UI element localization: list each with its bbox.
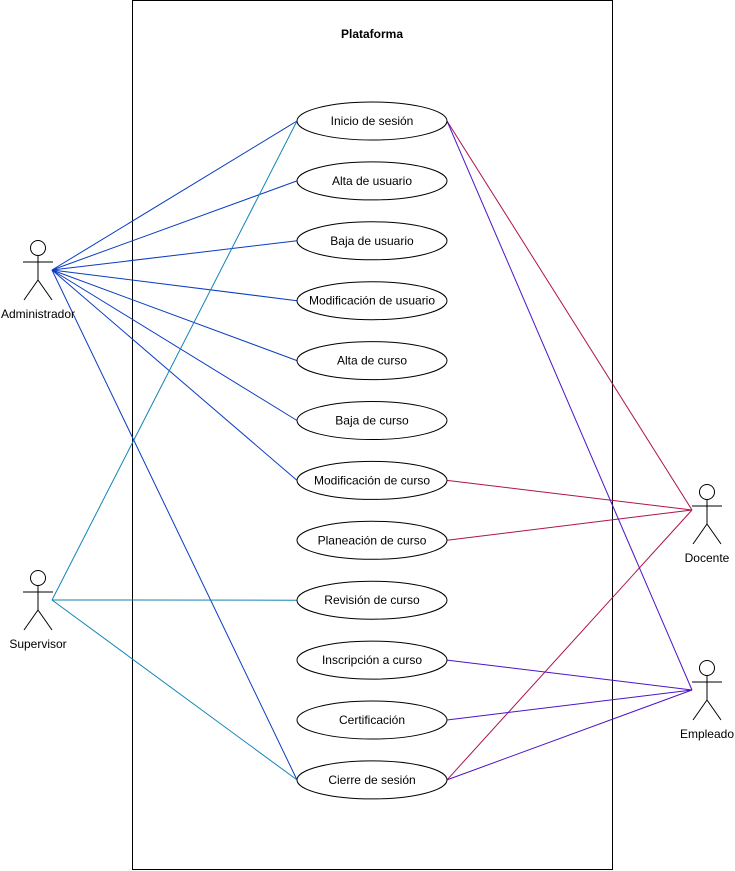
association-line <box>446 479 693 511</box>
use-case-label: Alta de curso <box>337 354 407 368</box>
use-case-mod-curso: Modificación de curso <box>296 460 448 500</box>
use-case-alta-curso: Alta de curso <box>296 341 448 381</box>
use-case-label: Certificación <box>339 713 405 727</box>
use-case-login: Inicio de sesión <box>296 101 448 141</box>
use-case-alta-usuario: Alta de usuario <box>296 161 448 201</box>
use-case-label: Baja de curso <box>335 414 409 428</box>
use-case-label: Modificación de usuario <box>309 294 435 308</box>
use-case-label: Baja de usuario <box>330 234 414 248</box>
association-line <box>51 269 298 302</box>
stick-figure-icon <box>23 240 53 301</box>
use-case-ellipse <box>296 580 448 620</box>
association-line <box>446 120 693 511</box>
use-case-planeacion: Planeación de curso <box>296 520 448 560</box>
actor-label: Supervisor <box>9 637 66 651</box>
actor-label: Docente <box>685 551 730 565</box>
use-case-ellipse <box>296 101 448 141</box>
stick-figure-icon <box>23 570 53 631</box>
use-case-label: Inicio de sesión <box>331 114 414 128</box>
use-case-label: Modificación de curso <box>314 473 430 487</box>
system-title: Plataforma <box>341 27 403 41</box>
association-line <box>51 120 298 601</box>
actor-supervisor: Supervisor <box>9 570 67 651</box>
use-case-ellipse <box>296 401 448 440</box>
actor-admin: Administrador <box>1 240 75 321</box>
use-case-ellipse <box>296 700 448 740</box>
stick-figure-icon <box>692 660 722 721</box>
actor-label: Administrador <box>1 307 75 321</box>
use-case-label: Revisión de curso <box>324 593 420 607</box>
association-line <box>51 180 298 271</box>
use-case-label: Planeación de curso <box>318 533 427 547</box>
actor-label: Empleado <box>680 727 734 741</box>
association-line <box>446 120 693 691</box>
use-case-ellipse <box>296 341 448 381</box>
use-case-inscripcion: Inscripción a curso <box>296 640 448 680</box>
association-line <box>51 269 298 481</box>
use-case-label: Alta de usuario <box>332 174 412 188</box>
association-line <box>51 269 298 362</box>
use-case-ellipse <box>296 221 448 261</box>
use-case-ellipse <box>296 281 448 321</box>
actor-docente: Docente <box>685 484 730 565</box>
association-line <box>446 689 693 721</box>
association-line <box>51 269 298 421</box>
use-case-ellipse <box>296 520 448 560</box>
actor-empleado: Empleado <box>680 660 734 741</box>
stick-figure-icon <box>692 484 722 545</box>
use-case-baja-curso: Baja de curso <box>296 401 448 440</box>
use-case-label: Cierre de sesión <box>328 773 415 787</box>
use-case-logout: Cierre de sesión <box>296 760 448 800</box>
use-case-ellipse <box>296 460 448 500</box>
association-line <box>51 269 298 781</box>
use-case-baja-usuario: Baja de usuario <box>296 221 448 261</box>
association-line <box>446 509 693 781</box>
use-case-ellipse <box>296 760 448 800</box>
association-line <box>51 240 298 271</box>
associations <box>51 120 693 781</box>
use-case-certificacion: Certificación <box>296 700 448 740</box>
association-line <box>51 599 298 781</box>
association-line <box>51 120 298 271</box>
association-line <box>446 659 693 691</box>
use-case-ellipse <box>296 161 448 201</box>
use-case-mod-usuario: Modificación de usuario <box>296 281 448 321</box>
association-line <box>446 509 693 541</box>
association-line <box>446 689 693 781</box>
use-case-ellipse <box>296 640 448 680</box>
use-case-revision: Revisión de curso <box>296 580 448 620</box>
use-case-label: Inscripción a curso <box>322 653 422 667</box>
